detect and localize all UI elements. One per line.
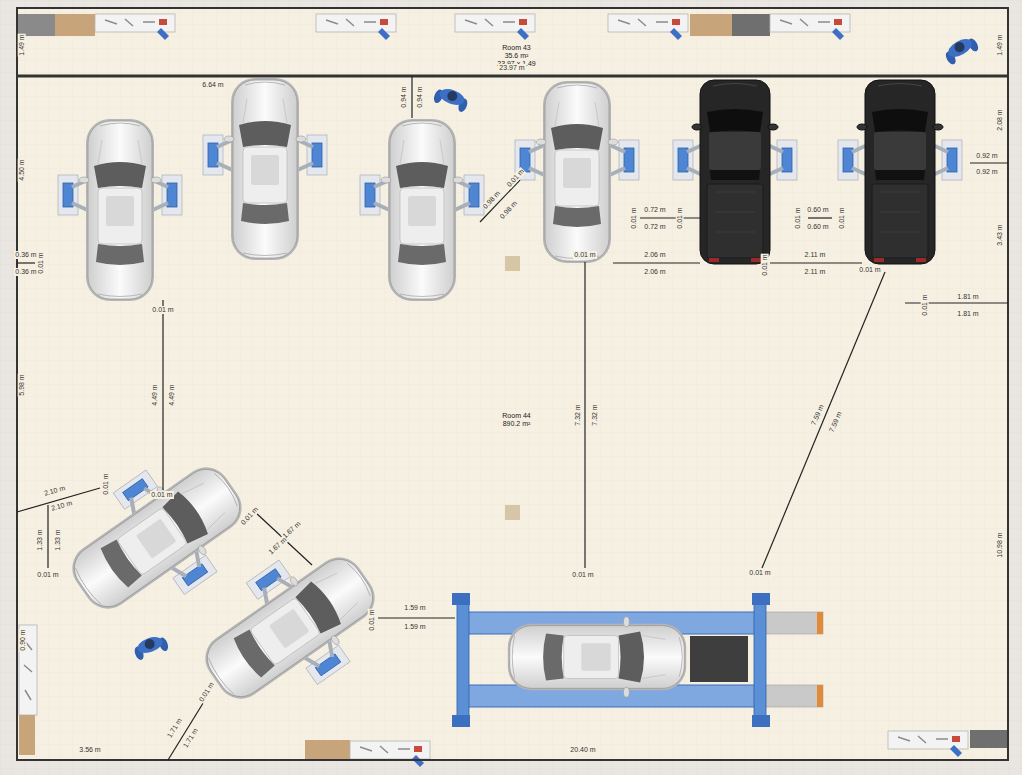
dimension-label: 0.01 m (761, 253, 769, 276)
dimension-label: 4.50 m (18, 158, 26, 181)
dimension-label: 1.71 m (165, 716, 184, 740)
dimension-label: 0.98 m (481, 189, 503, 212)
dimension-label: 6.64 m (201, 81, 224, 89)
dimension-label: 0.36 m (14, 251, 37, 259)
dimension-label: 2.06 m (643, 268, 666, 276)
dimension-label: 0.01 m (102, 472, 110, 495)
dimension-label: 0.01 m (37, 251, 45, 274)
dimension-label: 1.67 m (267, 535, 290, 557)
dimension-label: 1.81 m (956, 310, 979, 318)
dimension-label: 0.01 m (676, 206, 684, 229)
dimension-label: 0.01 m (838, 206, 846, 229)
room-label: Room 44 (17, 412, 1016, 420)
dimension-label: 0.01 m (748, 569, 771, 577)
dimension-label: 1.49 m (996, 33, 1004, 56)
dimension-label: 7.32 m (574, 403, 582, 426)
dimension-label: 0.01 m (921, 293, 929, 316)
floor-tiles (505, 256, 520, 520)
four-post-lift (452, 593, 823, 727)
dimension-label: 1.67 m (281, 519, 304, 541)
dimension-label: 0.01 m (150, 491, 173, 499)
dimension-label: 5.98 m (18, 373, 26, 396)
dimension-label: 2.08 m (996, 108, 1004, 131)
dimension-label: 0.92 m (975, 168, 998, 176)
room-area: Room 44890.2 m² (17, 78, 1016, 760)
dimension-label: 1.59 m (403, 604, 426, 612)
dimension-label: 0.72 m (643, 223, 666, 231)
room-label-group: Room 4335.6 m²23.97 x 1.49 (17, 44, 1016, 68)
dimension-label: 0.98 m (498, 199, 520, 222)
dimension-label: 0.92 m (975, 152, 998, 160)
dimension-label: 1.33 m (36, 528, 44, 551)
dimension-label: 1.81 m (956, 293, 979, 301)
dimension-label: 0.01 m (571, 571, 594, 579)
room-label: 890.2 m² (17, 420, 1016, 428)
dimension-label: 0.01 m (368, 608, 376, 631)
dimension-label: 0.94 m (416, 85, 424, 108)
dimension-label: 0.01 m (151, 306, 174, 314)
dimension-label: 1.71 m (181, 726, 200, 750)
dimension-label: 2.11 m (804, 268, 827, 276)
walls (17, 8, 1008, 760)
room-label-group: Room 44890.2 m² (17, 412, 1016, 428)
people (132, 33, 981, 661)
dimension-label: 7.32 m (591, 403, 599, 426)
dimension-label: 20.40 m (569, 746, 596, 754)
workbenches (17, 14, 1008, 767)
dimension-label: 0.01 m (239, 505, 261, 528)
dimension-label: 1.33 m (54, 528, 62, 551)
cars (47, 78, 943, 731)
dimension-label: 2.06 m (643, 251, 666, 259)
dimension-label: 0.72 m (643, 206, 666, 214)
dimension-label: 2.11 m (804, 251, 827, 259)
dimension-label: 4.49 m (168, 383, 176, 406)
dimension-label: 0.90 m (19, 628, 27, 651)
dimension-label: 3.43 m (996, 223, 1004, 246)
dimension-label: 0.01 m (505, 167, 527, 190)
dimension-label: 0.36 m (14, 268, 37, 276)
dimension-label: 0.60 m (806, 206, 829, 214)
dimension-label: 1.49 m (18, 33, 26, 56)
dimension-label: 0.01 m (197, 680, 216, 704)
dimension-label: 1.59 m (403, 623, 426, 631)
dimension-label: 4.49 m (151, 383, 159, 406)
dimension-label: 0.94 m (400, 85, 408, 108)
two-post-lifts (58, 132, 962, 218)
dimension-label: 0.01 m (630, 206, 638, 229)
dimension-label: 3.56 m (78, 746, 101, 754)
dimension-label: 0.60 m (806, 223, 829, 231)
dimension-label: 7.59 m (810, 403, 827, 428)
room-label: 35.6 m² (17, 52, 1016, 60)
dimension-label: 2.10 m (50, 499, 75, 513)
dimension-label: 2.10 m (43, 484, 68, 498)
dimension-label: 7.59 m (828, 410, 845, 435)
dimension-label: 0.01 m (573, 251, 596, 259)
dimension-label: 10.98 m (996, 531, 1004, 558)
room-area: Room 4335.6 m²23.97 x 1.49 (17, 8, 1016, 76)
dimension-label: 0.01 m (794, 206, 802, 229)
room-label: Room 43 (17, 44, 1016, 52)
dimension-label: 0.01 m (858, 266, 881, 274)
floor (17, 8, 1008, 760)
room-label: 23.97 x 1.49 (17, 60, 1016, 68)
dimension-label: 0.01 m (36, 571, 59, 579)
dimension-label: 23.97 m (498, 64, 525, 72)
dimension-lines (17, 76, 1008, 760)
